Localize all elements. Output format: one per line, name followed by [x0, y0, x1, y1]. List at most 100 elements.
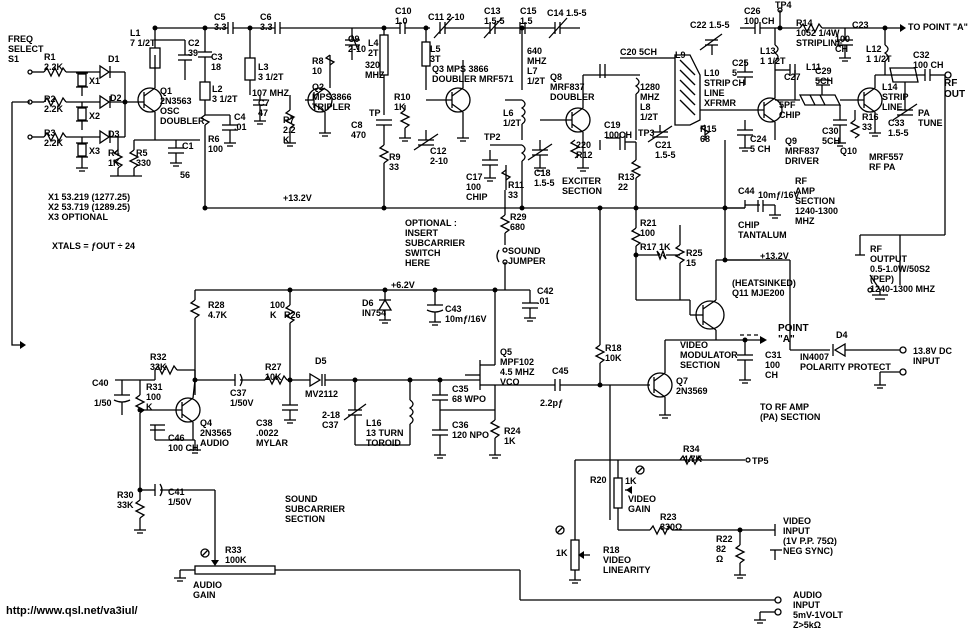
r18-linearity-value: 1K	[556, 548, 568, 558]
r4-label: R4 1K	[108, 148, 120, 168]
r20-label: R20	[590, 475, 607, 485]
r24-label: R24 1K	[504, 426, 521, 446]
v6-2-label: +6.2V	[391, 280, 415, 290]
x2-label: X2	[89, 111, 101, 121]
c42-label: C42 .01	[537, 286, 554, 306]
dc-input-label: 13.8V DC INPUT	[913, 346, 953, 366]
mhz320-label: 320 MHZ	[365, 60, 385, 80]
r17-label: R17 1K	[640, 242, 671, 252]
video-input-label: VIDEO INPUT (1V P.P. 75Ω) NEG SYNC)	[783, 516, 837, 556]
q7-label: Q7 2N3569	[676, 376, 708, 396]
c12-label: C12 2-10	[430, 146, 449, 166]
lower-section-wiring	[113, 25, 907, 624]
q2-label: Q2 MPS3866 TRIPLER	[312, 82, 352, 112]
mv2112-label: MV2112	[305, 389, 339, 399]
c40-value: 1/50	[94, 398, 112, 408]
r8-label: R8 10	[312, 56, 324, 76]
r14-label: R14 1052 1/4W STRIPLINE	[796, 18, 844, 48]
c45-value: 2.2pƒ	[540, 398, 564, 408]
x3-label: X3	[89, 146, 101, 156]
c8-label: C8 470	[351, 120, 367, 140]
c17-label: C17 100 CHIP	[466, 172, 488, 202]
video-mod-label: VIDEO MODULATOR SECTION	[680, 340, 738, 370]
q10-label: Q10	[840, 146, 858, 156]
c30-label: C30 5CH	[822, 126, 841, 146]
c15-label: C15 1.5	[520, 6, 537, 26]
mhz107-label: 107 MHZ	[252, 88, 290, 98]
d1-label: D1	[108, 54, 120, 64]
c23-label: C23	[852, 20, 869, 30]
xtal-formula: XTALS = ƒOUT ÷ 24	[52, 241, 136, 251]
c10-label: C10 1.0	[395, 6, 412, 26]
q9-label: Q9 MRF837 DRIVER	[785, 136, 820, 166]
source-url[interactable]: http://www.qsl.net/va3iul/	[6, 605, 138, 617]
l12-label: L12 1 1/2T	[866, 44, 892, 64]
c33-label: C33 1.5-5	[888, 118, 909, 138]
r12-label: 220 R12	[576, 140, 593, 160]
c25-label: C25 5 CH	[732, 58, 749, 88]
c38-label: C38 .0022 MYLAR	[256, 418, 288, 448]
q3-label: Q3 MPS 3866 DOUBLER MRF571	[432, 64, 514, 84]
v13-2-right-label: +13.2V	[760, 251, 789, 261]
c45-label: C45	[552, 366, 569, 376]
r27-label: R27 10K	[265, 362, 282, 382]
c29-label: C29 5CH	[815, 66, 834, 86]
c32-label: C32 100 CH	[913, 50, 944, 70]
l11-label: L11	[806, 62, 822, 72]
l5-label: L5 3T	[430, 44, 441, 64]
r6-label: R6 100	[208, 134, 224, 154]
in4007-label: IN4007 POLARITY PROTECT	[800, 352, 891, 372]
tp2-label: TP2	[484, 132, 501, 142]
r33-label: R33 100K	[225, 545, 247, 565]
r28-label: R28 4.7K	[208, 300, 228, 320]
r2-label: R2 2.2K	[44, 94, 64, 114]
c9-label: C9 2-10	[348, 34, 367, 54]
rf-amp-label: RF AMP SECTION 1240-1300 MHZ	[795, 176, 839, 226]
r20-value: 1K	[625, 476, 637, 486]
c41-label: C41 1/50V	[168, 487, 192, 507]
l3-label: L3 3 1/2T	[258, 62, 284, 82]
d3-label: D3	[108, 129, 120, 139]
r1-label: R1 2.2K	[44, 52, 64, 72]
optional-switch-label: OPTIONAL : INSERT SUBCARRIER SWITCH HERE	[405, 218, 466, 268]
c26-label: C26 100 CH	[744, 6, 775, 26]
c24-label: C24 5 CH	[750, 134, 771, 154]
d6-label: D6 IN754	[362, 298, 387, 318]
r34-label: R34 4.7K	[683, 444, 703, 464]
l8-label: 1280 MHZ L8 1/2T	[640, 82, 661, 122]
l10-label: L10 STRIP LINE XFRMR	[704, 68, 736, 108]
c14-label: C14 1.5-5	[547, 8, 587, 18]
c1-label: C1	[182, 141, 194, 151]
sound-subcarrier-label: SOUND SUBCARRIER SECTION	[285, 494, 346, 524]
l6-label: L6 1/2T	[503, 108, 522, 128]
r25-label: R25 15	[686, 248, 703, 268]
c18-label: C18 1.5-5	[534, 168, 555, 188]
rf-output-label: RF OUTPUT 0.5-1.0W/50S2 (PEP) 1240-1300 …	[870, 244, 936, 294]
c44-value: 10mƒ/16V	[758, 190, 800, 200]
chip-tantalum-label: CHIP TANTALUM	[738, 220, 787, 240]
x1-label: X1	[89, 76, 101, 86]
v13-2-bus-label: +13.2V	[283, 193, 312, 203]
r18-linearity-label: R18 VIDEO LINEARITY	[603, 545, 651, 575]
c36-label: C36 120 NPO	[452, 420, 490, 440]
c19-label: C19 100CH	[604, 120, 633, 140]
c43-label: C43 10mƒ/16V	[445, 304, 487, 324]
l14-label: L14 STRIP LINE	[882, 82, 909, 112]
tp3-label: TP3	[638, 128, 655, 138]
l9-label: L9	[675, 50, 686, 60]
q1-label: Q1 2N3563 OSC DOUBLER	[160, 86, 205, 126]
tp5-label: TP5	[752, 456, 769, 466]
tp4-label: TP4	[775, 0, 792, 10]
r10-label: R10 1K	[394, 92, 411, 112]
q11-label: (HEATSINKED) Q11 MJE200	[732, 278, 796, 298]
r11-label: R11 33	[508, 180, 525, 200]
c13-label: C13 1.5-5	[484, 6, 505, 26]
r13-label: R13 22	[618, 172, 635, 192]
c23-value: 100 CH	[835, 34, 851, 54]
r30-label: R30 33K	[117, 490, 134, 510]
freq-select-label: FREQ SELECT S1	[8, 34, 44, 64]
exciter-label: EXCITER SECTION	[562, 176, 603, 196]
to-point-a-label: TO POINT "A"	[908, 22, 968, 32]
